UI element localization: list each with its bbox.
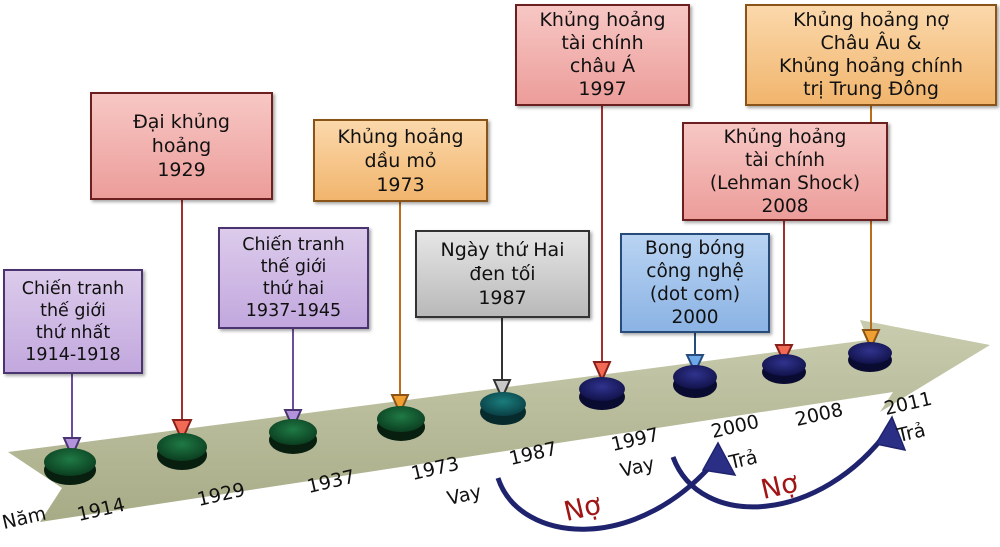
event-text: Khủng hoảng chính (779, 55, 963, 77)
event-box-great-depression: Đại khủng hoảng 1929 (90, 92, 273, 200)
event-text: thứ hai (262, 279, 325, 299)
repay-arrowhead-2000 (701, 441, 737, 476)
connector-lines (62, 106, 881, 459)
event-text: (Lehman Shock) (709, 172, 861, 194)
marker-1937 (269, 419, 317, 454)
event-box-black-monday: Ngày thứ Hai đen tối 1987 (415, 230, 590, 318)
event-text: dầu mỏ (364, 149, 437, 172)
event-text: Khủng hoảng nợ (793, 9, 949, 31)
event-text: hoảng (151, 135, 212, 157)
event-text: Đại khủng (133, 111, 230, 133)
event-box-oil-crisis: Khủng hoảng dầu mỏ 1973 (313, 119, 488, 202)
event-year: 1973 (376, 173, 425, 196)
event-text: châu Á (569, 55, 636, 77)
event-year: 2008 (761, 195, 809, 217)
debt-arc-1997-2011 (670, 426, 893, 510)
marker-1929 (157, 433, 207, 470)
repay-arrowhead-2011 (874, 415, 907, 452)
event-text: thứ nhất (35, 322, 111, 343)
debt-arrowheads (701, 415, 907, 476)
event-year: 2000 (671, 307, 719, 328)
year-markers (44, 342, 892, 485)
event-text: thế giới (260, 257, 327, 277)
event-box-euro-debt: Khủng hoảng nợ Châu Âu & Khủng hoảng chí… (745, 4, 997, 106)
event-box-ww1: Chiến tranh thế giới thứ nhất 1914-1918 (3, 269, 143, 374)
event-box-asian-crisis: Khủng hoảng tài chính châu Á 1997 (515, 4, 690, 106)
event-text: Khủng hoảng (539, 9, 666, 31)
event-text: Ngày thứ Hai (440, 239, 565, 261)
debt-arc-1973-2000 (495, 453, 722, 532)
event-text: Chiến tranh (21, 278, 125, 299)
event-text: Chiến tranh (242, 235, 345, 255)
event-text: trị Trung Đông (803, 78, 939, 100)
event-text: Châu Âu & (820, 32, 922, 54)
event-text: Khủng hoảng (723, 126, 847, 148)
marker-1973 (377, 406, 425, 441)
event-year: 1914-1918 (25, 344, 121, 365)
event-text: (dot com) (649, 284, 741, 305)
marker-2008 (762, 354, 806, 384)
event-text: công nghệ (646, 261, 744, 282)
event-text: đen tối (469, 263, 536, 285)
event-text: Bong bóng (645, 238, 745, 259)
event-box-ww2: Chiến tranh thế giới thứ hai 1937-1945 (218, 227, 369, 329)
event-text: tài chính (561, 32, 644, 54)
event-text: thế giới (40, 300, 106, 321)
event-year: 1987 (478, 287, 527, 309)
event-year: 1929 (157, 159, 206, 181)
event-year: 1997 (578, 78, 627, 100)
marker-1914 (44, 448, 96, 485)
marker-2000 (673, 365, 717, 398)
debt-cycle-arcs (495, 426, 893, 532)
event-year: 1937-1945 (245, 301, 342, 321)
event-text: tài chính (744, 149, 826, 171)
event-text: Khủng hoảng (337, 125, 464, 148)
event-box-lehman: Khủng hoảng tài chính (Lehman Shock) 200… (682, 122, 888, 221)
marker-1987 (480, 392, 526, 425)
marker-1997 (579, 377, 625, 410)
event-box-dotcom: Bong bóng công nghệ (dot com) 2000 (620, 233, 770, 333)
marker-2011 (848, 342, 892, 372)
